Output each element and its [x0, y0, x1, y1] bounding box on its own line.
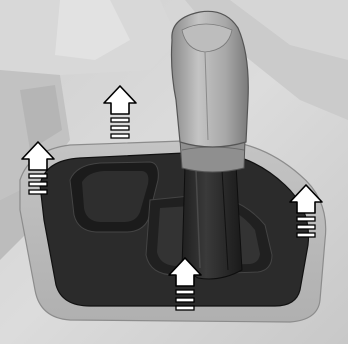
shift-boot [182, 165, 242, 279]
